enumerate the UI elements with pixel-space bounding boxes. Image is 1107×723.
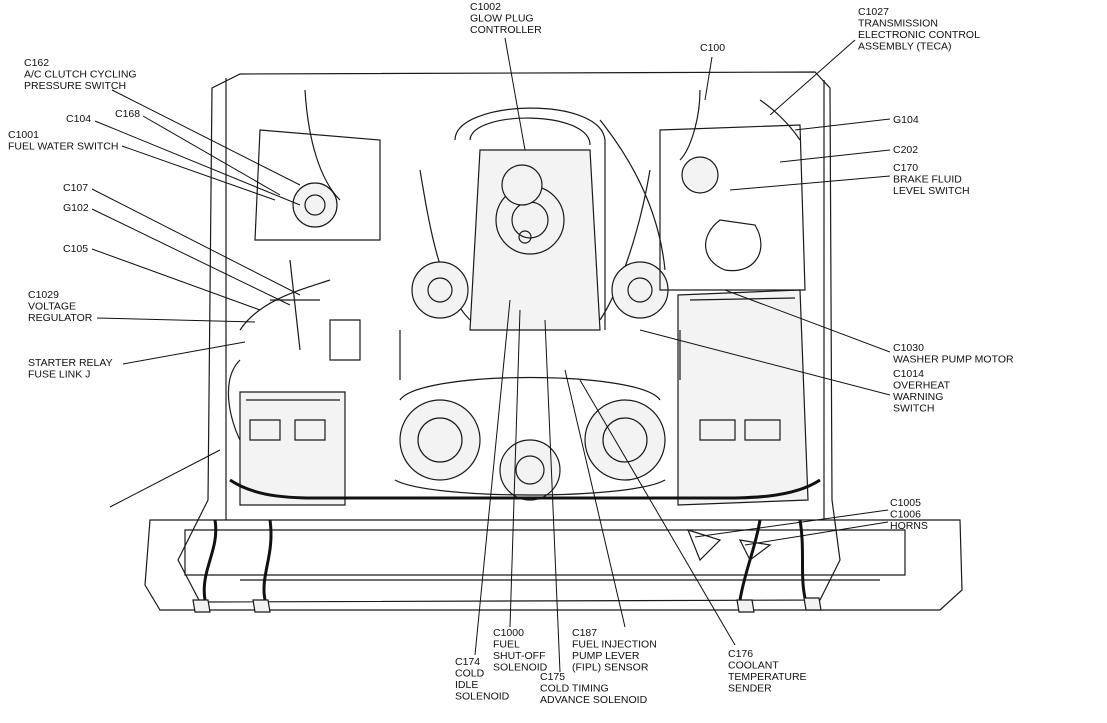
label-line: C1027 xyxy=(858,6,889,18)
label-c104: C104 xyxy=(66,113,91,125)
label-line: SENDER xyxy=(728,683,772,695)
label-line: C1014 xyxy=(893,368,924,380)
label-line: VOLTAGE xyxy=(28,301,76,313)
label-c202: C202 xyxy=(893,144,918,156)
label-line: FUEL WATER SWITCH xyxy=(8,141,118,153)
label-line: BRAKE FLUID xyxy=(893,174,962,186)
label-line: STARTER RELAY xyxy=(28,357,113,369)
label-line: SHUT-OFF xyxy=(493,650,546,662)
label-line: C1002 xyxy=(470,1,501,13)
label-line: IDLE xyxy=(455,679,478,691)
label-line: PRESSURE SWITCH xyxy=(24,80,126,92)
label-line: COOLANT xyxy=(728,660,779,672)
label-line: SWITCH xyxy=(893,403,934,415)
label-line: C162 xyxy=(24,57,49,69)
label-line: C170 xyxy=(893,162,918,174)
label-line: C174 xyxy=(455,656,480,668)
label-line: C1029 xyxy=(28,289,59,301)
label-line: ADVANCE SOLENOID xyxy=(540,694,648,706)
battery-left xyxy=(239,391,346,506)
label-line: C105 xyxy=(63,243,88,255)
label-line: C168 xyxy=(115,108,140,120)
label-line: C107 xyxy=(63,182,88,194)
label-line: ASSEMBLY (TECA) xyxy=(858,41,952,53)
label-line: C104 xyxy=(66,113,91,125)
label-line: HORNS xyxy=(890,520,928,532)
label-line: C175 xyxy=(540,671,565,683)
label-line: TEMPERATURE xyxy=(728,671,807,683)
label-c100: C100 xyxy=(700,42,725,54)
label-line: COLD TIMING xyxy=(540,683,609,695)
label-line: COLD xyxy=(455,668,485,680)
label-line: FUEL xyxy=(493,639,520,651)
label-line: C1001 xyxy=(8,129,39,141)
label-line: OVERHEAT xyxy=(893,380,951,392)
label-line: C202 xyxy=(893,144,918,156)
label-line: TRANSMISSION xyxy=(858,18,938,30)
label-g104: G104 xyxy=(893,114,919,126)
label-line: C187 xyxy=(572,627,597,639)
label-line: G104 xyxy=(893,114,919,126)
label-line: C1000 xyxy=(493,627,524,639)
label-line: FUSE LINK J xyxy=(28,369,90,381)
label-line: FUEL INJECTION xyxy=(572,639,657,651)
leader-lines xyxy=(91,37,891,673)
label-c105: C105 xyxy=(63,243,88,255)
label-g102: G102 xyxy=(63,202,89,214)
label-line: C1006 xyxy=(890,509,921,521)
label-line: WASHER PUMP MOTOR xyxy=(893,354,1014,366)
label-line: (FIPL) SENSOR xyxy=(572,662,649,674)
label-line: C176 xyxy=(728,648,753,660)
label-line: CONTROLLER xyxy=(470,24,542,36)
label-line: ELECTRONIC CONTROL xyxy=(858,29,980,41)
label-line: C1005 xyxy=(890,497,921,509)
label-line: C100 xyxy=(700,42,725,54)
label-c107: C107 xyxy=(63,182,88,194)
label-line: GLOW PLUG xyxy=(470,13,534,25)
label-line: SOLENOID xyxy=(493,662,548,674)
label-line: C1030 xyxy=(893,342,924,354)
label-line: PUMP LEVER xyxy=(572,650,640,662)
label-line: LEVEL SWITCH xyxy=(893,185,970,197)
label-line: G102 xyxy=(63,202,89,214)
battery-right xyxy=(677,289,809,506)
label-line: WARNING xyxy=(893,391,943,403)
label-line: SOLENOID xyxy=(455,691,510,703)
label-c168: C168 xyxy=(115,108,140,120)
label-line: A/C CLUTCH CYCLING xyxy=(24,69,137,81)
label-line: REGULATOR xyxy=(28,312,93,324)
